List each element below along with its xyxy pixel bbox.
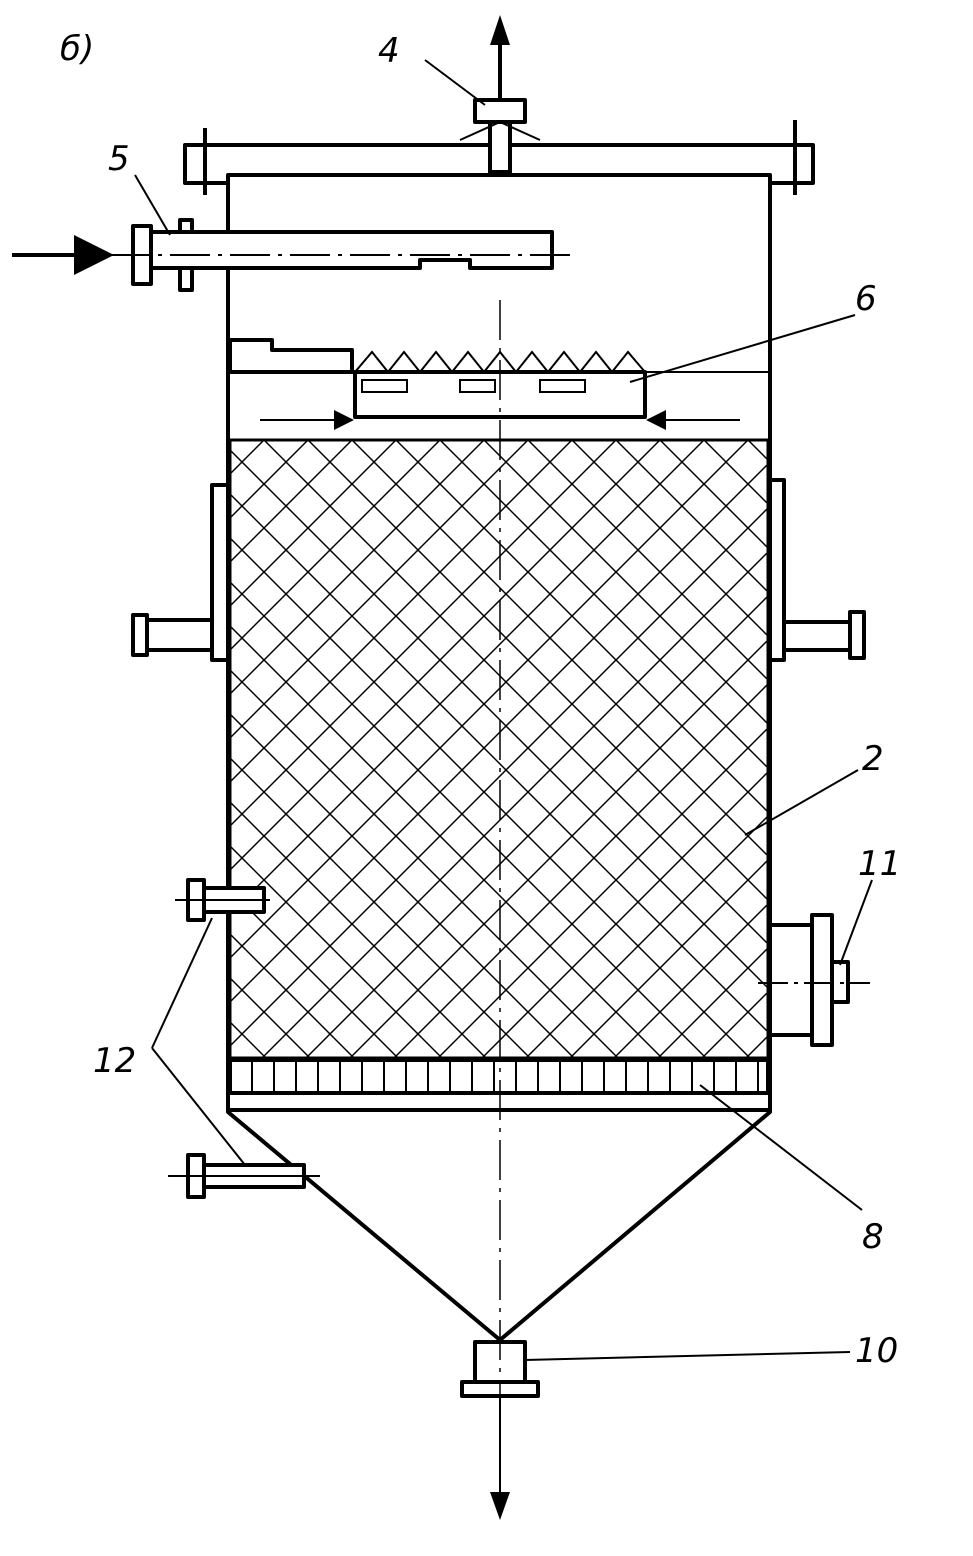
support-grid xyxy=(228,1058,770,1112)
leader-6 xyxy=(629,314,856,383)
callout-4: 4 xyxy=(378,31,400,71)
callout-5: 5 xyxy=(108,139,130,179)
callout-11: 11 xyxy=(858,844,901,884)
sample-nozzle-lower xyxy=(168,1153,320,1199)
top-outlet-nozzle xyxy=(459,15,541,174)
callout-6: 6 xyxy=(855,279,877,319)
callout-2: 2 xyxy=(862,739,884,779)
leader-10 xyxy=(524,1351,851,1361)
callout-8: 8 xyxy=(862,1217,884,1257)
inlet-pipe xyxy=(12,218,575,292)
side-outlet-nozzle xyxy=(758,913,870,1047)
leader-2 xyxy=(744,769,859,836)
panel-label: б) xyxy=(60,29,94,69)
leader-8 xyxy=(699,1084,863,1211)
packed-bed xyxy=(228,438,770,1060)
sample-nozzle-upper xyxy=(175,878,270,922)
callout-12: 12 xyxy=(93,1041,136,1081)
side-nozzle-right xyxy=(768,478,866,662)
leader-5 xyxy=(134,174,171,236)
leader-12 xyxy=(151,917,246,1166)
side-nozzle-left xyxy=(131,483,230,662)
callout-10: 10 xyxy=(855,1331,898,1371)
leader-4 xyxy=(424,59,486,106)
leader-11 xyxy=(839,879,873,966)
